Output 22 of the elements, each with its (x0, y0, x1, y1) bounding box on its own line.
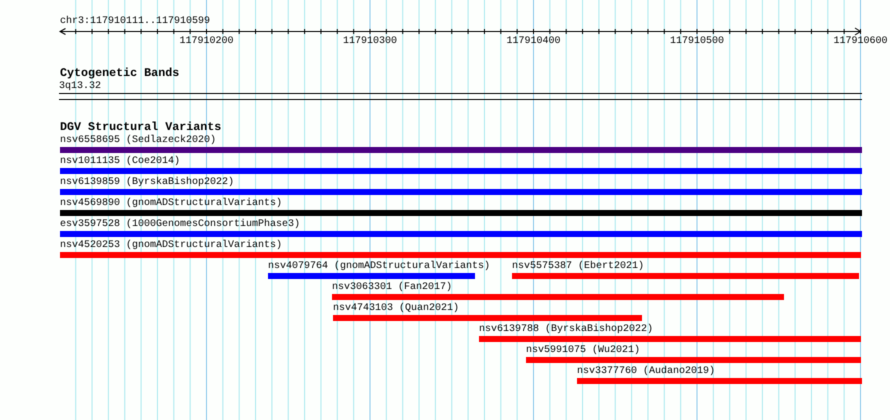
feature-label: esv3597528 (1000GenomesConsortiumPhase3) (60, 218, 300, 230)
axis-tick-label: 117910600 (834, 36, 888, 46)
feature-label: nsv4569890 (gnomADStructuralVariants) (60, 198, 282, 208)
axis-tick-label: 117910500 (670, 36, 724, 46)
axis-tick-label: 117910200 (180, 36, 234, 46)
feature-label: nsv6139859 (ByrskaBishop2022) (60, 176, 234, 188)
feature-label: nsv4743103 (Quan2021) (333, 302, 460, 314)
band-label: 3q13.32 (59, 80, 102, 92)
feature-label: nsv5991075 (Wu2021) (526, 344, 640, 356)
feature-label: nsv6558695 (Sedlazeck2020) (60, 134, 216, 146)
feature-label: nsv1011135 (Coe2014) (60, 156, 180, 166)
coordinate-range-label: chr3:117910111..117910599 (60, 16, 210, 26)
axis-tick-label: 117910300 (343, 36, 397, 46)
track-title: Cytogenetic Bands (60, 66, 180, 80)
feature-label: nsv5575387 (Ebert2021) (512, 260, 644, 272)
axis-tick-label: 117910400 (506, 36, 560, 46)
feature-label: nsv4520253 (gnomADStructuralVariants) (60, 240, 282, 250)
feature-label: nsv4079764 (gnomADStructuralVariants) (268, 260, 490, 272)
track-title: DGV Structural Variants (60, 121, 222, 134)
feature-label: nsv3377760 (Audano2019) (577, 366, 716, 376)
feature-label: nsv3063301 (Fan2017) (332, 282, 452, 292)
feature-label: nsv6139788 (ByrskaBishop2022) (479, 324, 654, 334)
